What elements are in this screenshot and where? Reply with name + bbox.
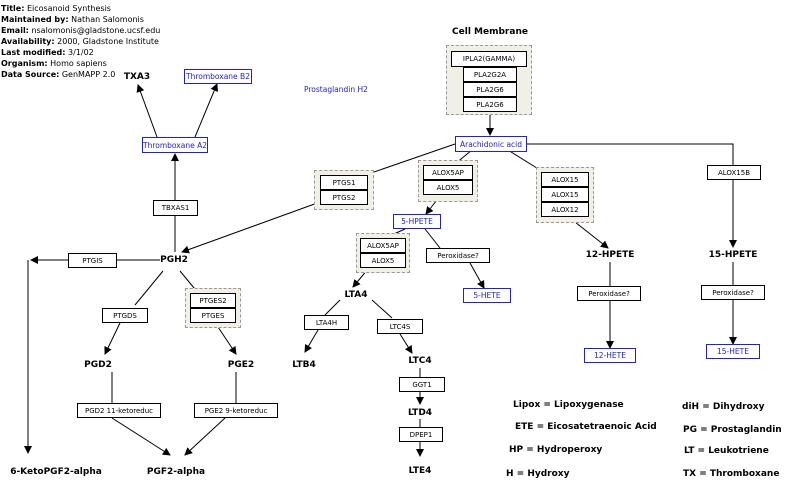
arrow-pge2reduc-to-pgf2 (184, 417, 226, 456)
arrow-ltc4s-to-ltc4 (399, 333, 413, 354)
gene-ptgis[interactable]: PTGIS (68, 253, 117, 268)
info-organism: Organism: Homo sapiens (1, 59, 107, 68)
gene-peroxidase-15hete[interactable]: Peroxidase? (701, 285, 765, 300)
line-aa-to-alox15b (527, 143, 734, 165)
gene-alox5ap-2[interactable]: ALOX5AP (360, 238, 406, 253)
line-lta4-to-ltc4s (371, 299, 393, 319)
gene-pge2-9-ketoreductase[interactable]: PGE2 9-ketoreduc (194, 403, 278, 418)
arrow-perox-to-5hete (469, 262, 485, 289)
gene-alox15-b[interactable]: ALOX15 (541, 187, 589, 202)
gene-tbxas1[interactable]: TBXAS1 (153, 200, 198, 216)
gene-ggt1[interactable]: GGT1 (399, 377, 445, 392)
gene-alox12[interactable]: ALOX12 (541, 202, 589, 217)
label-ltc4: LTC4 (408, 356, 432, 366)
info-modified: Last modified: 3/1/02 (1, 48, 94, 57)
label-ltd4: LTD4 (407, 408, 433, 418)
label-lta4: LTA4 (344, 290, 368, 300)
metabolite-arachidonic-acid[interactable]: Arachidonic acid (455, 136, 527, 152)
gene-alox5ap-1[interactable]: ALOX5AP (423, 165, 473, 180)
gene-alox5-1[interactable]: ALOX5 (423, 180, 473, 195)
label-12-hpete: 12-HPETE (585, 250, 635, 260)
legend-lt: LT = Leukotriene (684, 446, 769, 456)
arrow-alox15-to-12hpete (574, 221, 609, 249)
label-cell-membrane: Cell Membrane (452, 27, 528, 37)
metabolite-prostaglandin-h2[interactable]: Prostaglandin H2 (304, 85, 368, 94)
label-pgd2: PGD2 (84, 360, 112, 370)
info-availability: Availability: 2000, Gladstone Institute (1, 37, 159, 46)
gene-ltc4s[interactable]: LTC4S (377, 319, 423, 334)
label-pge2: PGE2 (227, 360, 255, 370)
gene-pla2g6-a[interactable]: PLA2G6 (463, 82, 517, 97)
gene-ptgs1[interactable]: PTGS1 (320, 175, 368, 190)
label-lte4: LTE4 (408, 466, 432, 476)
gene-pla2g6-b[interactable]: PLA2G6 (463, 97, 517, 112)
legend-dih: diH = Dihydroxy (682, 402, 765, 412)
gene-pla2g2a[interactable]: PLA2G2A (463, 67, 517, 82)
label-6-keto-pgf2-alpha: 6-KetoPGF2-alpha (10, 467, 102, 477)
line-lta4-to-lta4h (324, 299, 341, 316)
metabolite-15-hete[interactable]: 15-HETE (706, 344, 760, 359)
gene-alox15-a[interactable]: ALOX15 (541, 172, 589, 187)
gene-pgd2-11-ketoreductase[interactable]: PGD2 11-ketoreduc (77, 403, 161, 418)
line-pgh2-to-ptgds (134, 270, 164, 306)
arrow-lta4h-to-ltb4 (304, 329, 319, 353)
info-title: Title: Eicosanoid Synthesis (1, 4, 111, 13)
arrow-txa2-to-txb2 (194, 83, 219, 138)
arrow-txa2-to-txa3 (136, 84, 158, 138)
arrow-ptgds-to-pgd2 (104, 322, 121, 355)
metabolite-5-hpete[interactable]: 5-HPETE (393, 214, 441, 229)
legend-h: H = Hydroxy (506, 469, 570, 479)
gene-ptges2[interactable]: PTGES2 (190, 293, 236, 308)
label-ltb4: LTB4 (292, 360, 316, 370)
legend-tx: TX = Thromboxane (683, 469, 780, 479)
gene-alox15b[interactable]: ALOX15B (707, 165, 761, 180)
gene-ptgds[interactable]: PTGDS (102, 308, 148, 323)
gene-dpep1[interactable]: DPEP1 (399, 427, 443, 442)
arrow-pgd2reduc-to-pgf2 (111, 417, 171, 456)
legend-ete: ETE = Eicosatetraenoic Acid (515, 422, 657, 432)
metabolite-thromboxane-a2[interactable]: Thromboxane A2 (142, 137, 208, 153)
label-txa3: TXA3 (123, 72, 151, 82)
gene-peroxidase-5hete[interactable]: Peroxidase? (426, 248, 490, 263)
legend-pg: PG = Prostaglandin (683, 425, 782, 435)
label-pgf2-alpha: PGF2-alpha (146, 467, 206, 477)
arrow-ptges-to-pge2 (217, 326, 237, 355)
label-pgh2: PGH2 (160, 255, 188, 265)
gene-ptgs2[interactable]: PTGS2 (320, 190, 368, 205)
line-5hpete-to-perox (424, 228, 441, 249)
gene-alox5-2[interactable]: ALOX5 (360, 253, 406, 268)
metabolite-12-hete[interactable]: 12-HETE (584, 348, 636, 363)
legend-hp: HP = Hydroperoxy (509, 445, 603, 455)
legend-lipox: Lipox = Lipoxygenase (513, 400, 624, 410)
info-maintainer: Maintained by: Nathan Salomonis (1, 15, 144, 24)
metabolite-thromboxane-b2[interactable]: Thromboxane B2 (184, 69, 252, 84)
info-email: Email: nsalomonis@gladstone.ucsf.edu (1, 26, 161, 35)
gene-lta4h[interactable]: LTA4H (304, 315, 349, 330)
gene-peroxidase-12hete[interactable]: Peroxidase? (577, 286, 641, 301)
label-15-hpete: 15-HPETE (708, 250, 758, 260)
gene-ptges[interactable]: PTGES (190, 308, 236, 323)
gene-ipla2-gamma[interactable]: IPLA2(GAMMA) (451, 51, 527, 67)
arrow-ptgs-to-pgh2 (181, 201, 321, 254)
info-source: Data Source: GenMAPP 2.0 (1, 70, 116, 79)
metabolite-5-hete[interactable]: 5-HETE (463, 288, 511, 303)
